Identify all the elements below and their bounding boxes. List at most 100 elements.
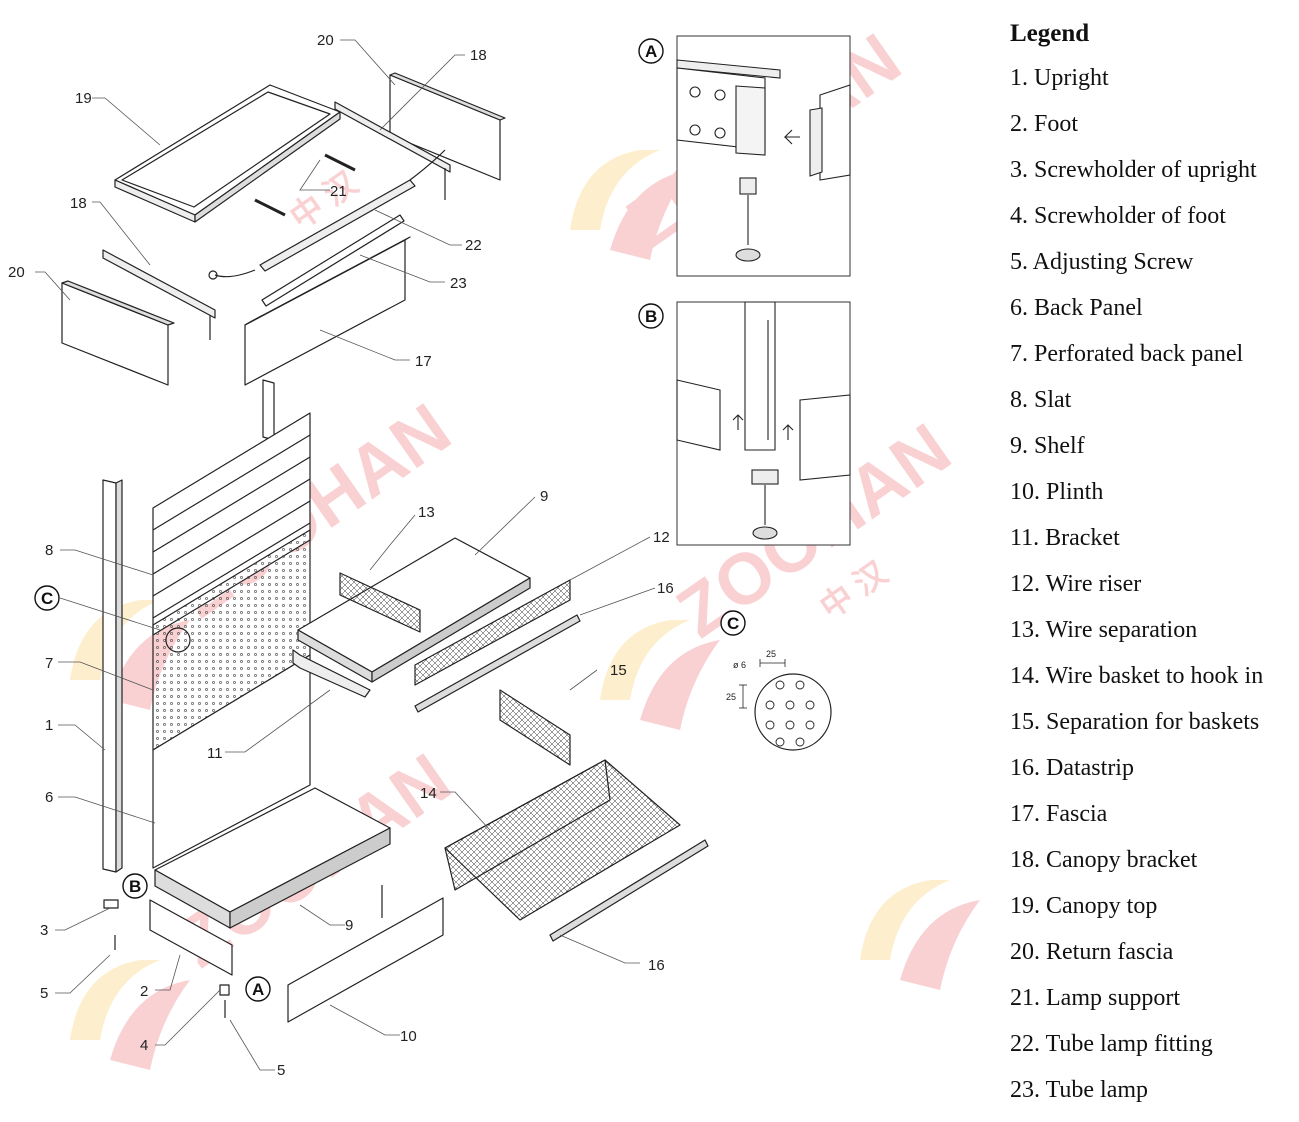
callout-3: 3 [40,922,48,939]
callout-8: 8 [45,542,53,559]
callout-9-upper: 9 [540,488,548,505]
datastrip-lower [549,839,709,942]
detail-c-spacing-v: 25 [726,692,736,702]
callout-16-upper: 16 [657,580,674,597]
upright-back [262,379,275,441]
legend-item: 12. Wire riser [1010,571,1142,597]
basket-separation [499,689,571,766]
legend-item: 1. Upright [1010,65,1109,91]
callout-22: 22 [465,237,482,254]
legend-item: 20. Return fascia [1010,939,1174,965]
adjusting-screw [114,885,383,1018]
callout-2: 2 [140,983,148,1000]
callout-5-left: 5 [40,985,48,1002]
legend-item: 22. Tube lamp fitting [1010,1031,1213,1057]
detail-c-marker [165,627,191,653]
legend-item: 10. Plinth [1010,479,1104,505]
detail-c-badge-label: C [41,589,53,608]
callout-10: 10 [400,1028,417,1045]
watermark-chinese: 中 汉 [283,164,364,236]
watermark-logo [70,960,190,1070]
legend-item: 21. Lamp support [1010,985,1180,1011]
callout-19: 19 [75,90,92,107]
lamp-support [254,153,356,217]
canopy-bracket-left [102,249,216,340]
legend-item: 6. Back Panel [1010,295,1143,321]
callout-6: 6 [45,789,53,806]
detail-b-label: B [645,307,657,326]
shelf-lower [154,787,391,929]
detail-a-badge-label: A [252,980,264,999]
return-fascia-right [389,72,506,181]
leader-lines [35,39,656,1071]
fascia [244,236,411,386]
callout-20-top: 20 [317,32,334,49]
callout-5-bottom: 5 [277,1062,285,1079]
legend-item: 19. Canopy top [1010,893,1158,919]
callout-17: 17 [415,353,432,370]
return-fascia-left [61,280,175,386]
legend-item: 16. Datastrip [1010,755,1134,781]
callout-1: 1 [45,717,53,734]
legend-item: 14. Wire basket to hook in [1010,663,1264,689]
watermark-logo [570,150,690,260]
legend-item: 4. Screwholder of foot [1010,203,1226,229]
plinth [287,897,444,1023]
legend-title: Legend [1010,20,1090,47]
detail-b-panel: B [638,301,851,546]
detail-b-badge [122,873,148,899]
foot [149,899,233,976]
exploded-shelving-diagram: ZOOHAN ZOOHAN ZOOHAN ZOOHAN 中 汉 中 汉 [8,19,980,1079]
callout-13: 13 [418,504,435,521]
shelf-upper [297,537,531,683]
legend-item: 18. Canopy bracket [1010,847,1198,873]
detail-b-badge-label: B [129,877,141,896]
callout-18-left: 18 [70,195,87,212]
callout-18-top: 18 [470,47,487,64]
legend-item: 17. Fascia [1010,801,1108,827]
detail-c-badge [34,585,60,611]
callout-7: 7 [45,655,53,672]
detail-a-panel: A [638,35,851,277]
canopy-bracket-right [334,101,451,200]
detail-c-label: C [727,614,739,633]
screwholder-foot [219,984,230,996]
callout-11: 11 [207,745,223,762]
wire-riser [414,579,571,686]
callout-4: 4 [140,1037,148,1054]
callout-9-lower: 9 [345,917,353,934]
detail-c-spacing-h: 25 [766,649,776,659]
legend-item: 7. Perforated back panel [1010,341,1244,367]
callout-21: 21 [330,183,347,200]
callout-20-left: 20 [8,264,25,281]
legend-item: 11. Bracket [1010,525,1120,551]
callout-16-lower: 16 [648,957,665,974]
screwholder-upright [103,899,119,909]
watermark-logo [860,880,980,990]
legend: Legend 1. Upright 2. Foot 3. Screwholder… [1010,20,1299,1113]
detail-c-diameter: ø 6 [733,660,746,670]
legend-item: 13. Wire separation [1010,617,1198,643]
callout-14: 14 [420,785,437,802]
legend-item: 3. Screwholder of upright [1010,157,1257,183]
bracket [292,649,371,698]
legend-item: 8. Slat [1010,387,1072,413]
back-panel [152,654,311,869]
legend-item: 9. Shelf [1010,433,1085,459]
watermark-logo [600,620,720,730]
legend-item: 5. Adjusting Screw [1010,249,1194,275]
callout-12: 12 [653,529,670,546]
tube-lamp [261,214,405,307]
legend-item: 2. Foot [1010,111,1079,137]
callout-15: 15 [610,662,627,679]
detail-a-label: A [645,42,657,61]
detail-a-badge [245,976,271,1002]
wire-basket [444,759,681,921]
datastrip-upper [414,614,581,713]
detail-c-panel: C 25 ø 6 25 [720,610,832,751]
legend-item: 15. Separation for baskets [1010,709,1260,735]
legend-item: 23. Tube lamp [1010,1077,1149,1103]
callout-23: 23 [450,275,467,292]
wire-separation [339,572,421,633]
tube-lamp-fitting [208,149,446,280]
